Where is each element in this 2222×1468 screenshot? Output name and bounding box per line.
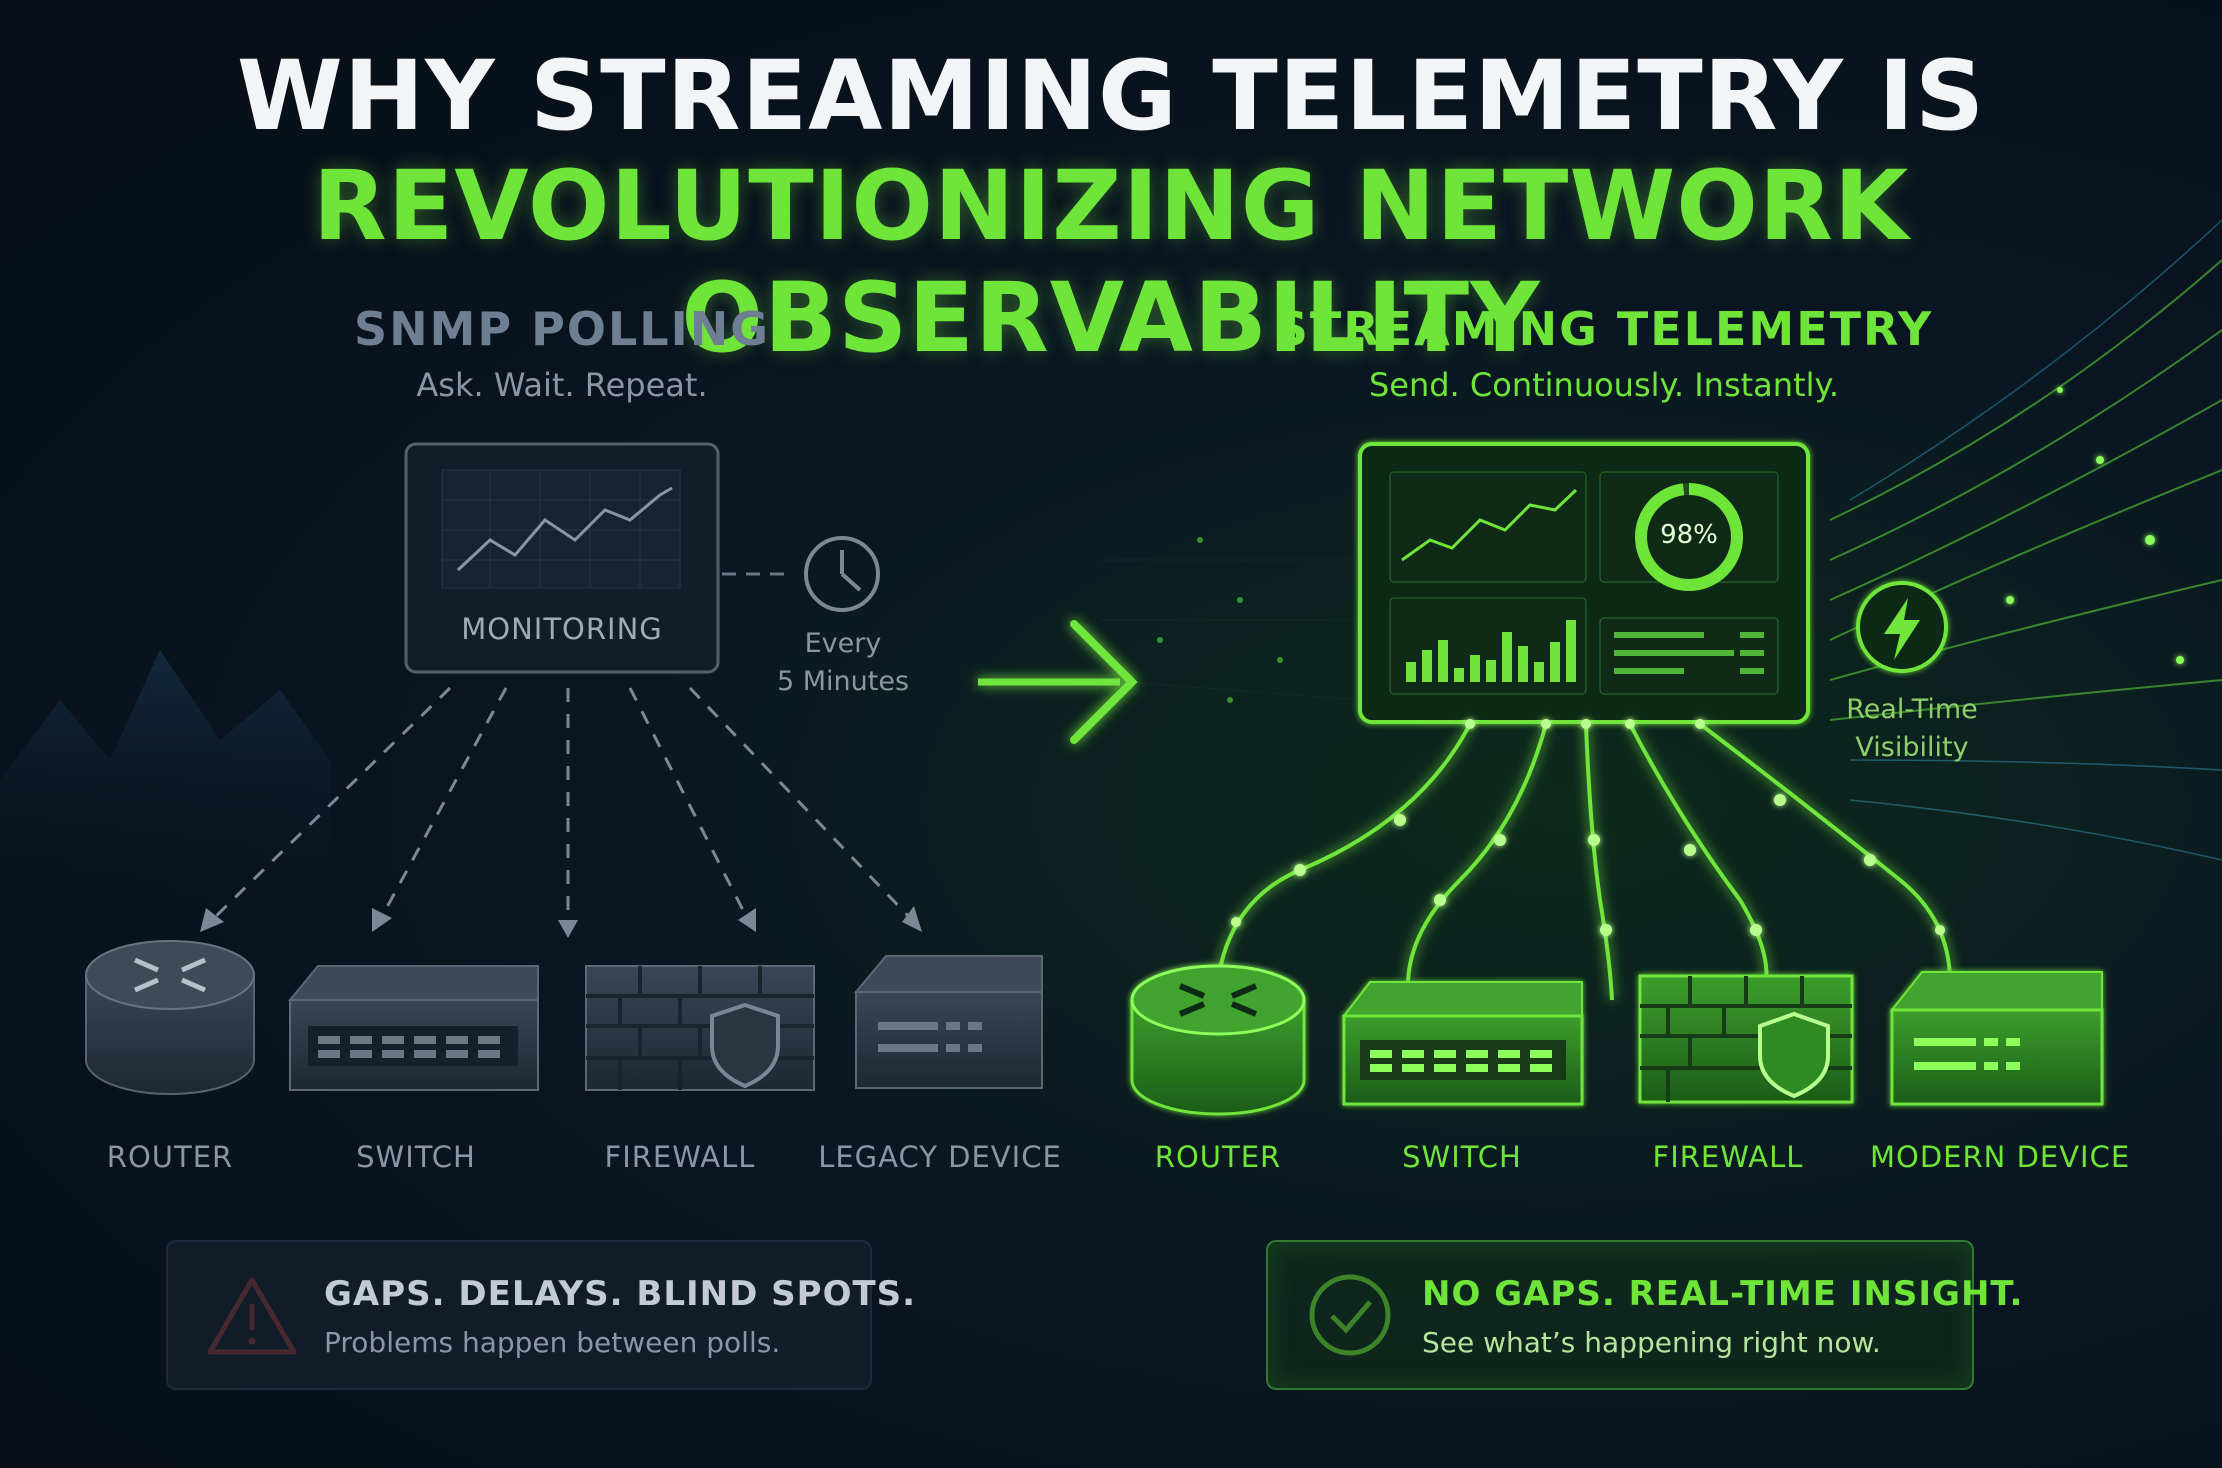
clock-icon xyxy=(722,536,880,612)
device-icon xyxy=(1889,971,2104,1106)
visibility-line-1: Real-Time xyxy=(1846,694,1978,725)
lightning-icon xyxy=(1856,581,1948,673)
visibility-line-2: Visibility xyxy=(1855,732,1969,763)
left-device-firewall: FIREWALL xyxy=(604,1140,756,1174)
snmp-callout: GAPS. DELAYS. BLIND SPOTS. Problems happ… xyxy=(166,1240,915,1390)
poll-arrows xyxy=(210,686,914,926)
telemetry-streams xyxy=(1216,722,1952,1001)
router-icon xyxy=(85,940,255,1095)
right-device-firewall: FIREWALL xyxy=(1652,1140,1804,1174)
snmp-tagline: Ask. Wait. Repeat. xyxy=(416,366,708,404)
transition-arrow xyxy=(978,620,1138,744)
left-device-switch: SWITCH xyxy=(356,1140,476,1174)
telemetry-callout: NO GAPS. REAL-TIME INSIGHT. See what’s h… xyxy=(1266,1240,2022,1390)
device-icon xyxy=(853,955,1043,1089)
telemetry-callout-text: See what’s happening right now. xyxy=(1422,1326,1881,1359)
right-device-switch: SWITCH xyxy=(1402,1140,1522,1174)
switch-icon xyxy=(287,965,539,1091)
telemetry-callout-title: NO GAPS. REAL-TIME INSIGHT. xyxy=(1422,1274,2024,1314)
right-device-router: ROUTER xyxy=(1154,1140,1282,1174)
telemetry-dashboard xyxy=(1358,442,1810,724)
snmp-monitor-panel xyxy=(404,442,720,674)
router-icon xyxy=(1130,964,1306,1116)
telemetry-heading: STREAMING TELEMETRY xyxy=(1274,302,1934,356)
firewall-icon xyxy=(1638,974,1854,1104)
switch-icon xyxy=(1341,981,1584,1106)
poll-interval-line-1: Every xyxy=(804,628,882,659)
left-device-legacy: LEGACY DEVICE xyxy=(818,1140,1062,1174)
monitor-label: MONITORING xyxy=(461,612,663,646)
right-device-modern: MODERN DEVICE xyxy=(1870,1140,2131,1174)
title-line-1: WHY STREAMING TELEMETRY IS xyxy=(236,40,1986,152)
left-device-router: ROUTER xyxy=(106,1140,234,1174)
telemetry-tagline: Send. Continuously. Instantly. xyxy=(1368,366,1840,404)
firewall-icon xyxy=(585,965,815,1091)
snmp-callout-text: Problems happen between polls. xyxy=(324,1326,781,1359)
poll-interval-line-2: 5 Minutes xyxy=(776,666,910,697)
gauge-value: 98% xyxy=(1660,520,1718,550)
snmp-callout-title: GAPS. DELAYS. BLIND SPOTS. xyxy=(324,1274,917,1314)
title-line-2: REVOLUTIONIZING NETWORK OBSERVABILITY xyxy=(312,150,1910,374)
snmp-heading: SNMP POLLING xyxy=(354,302,770,356)
